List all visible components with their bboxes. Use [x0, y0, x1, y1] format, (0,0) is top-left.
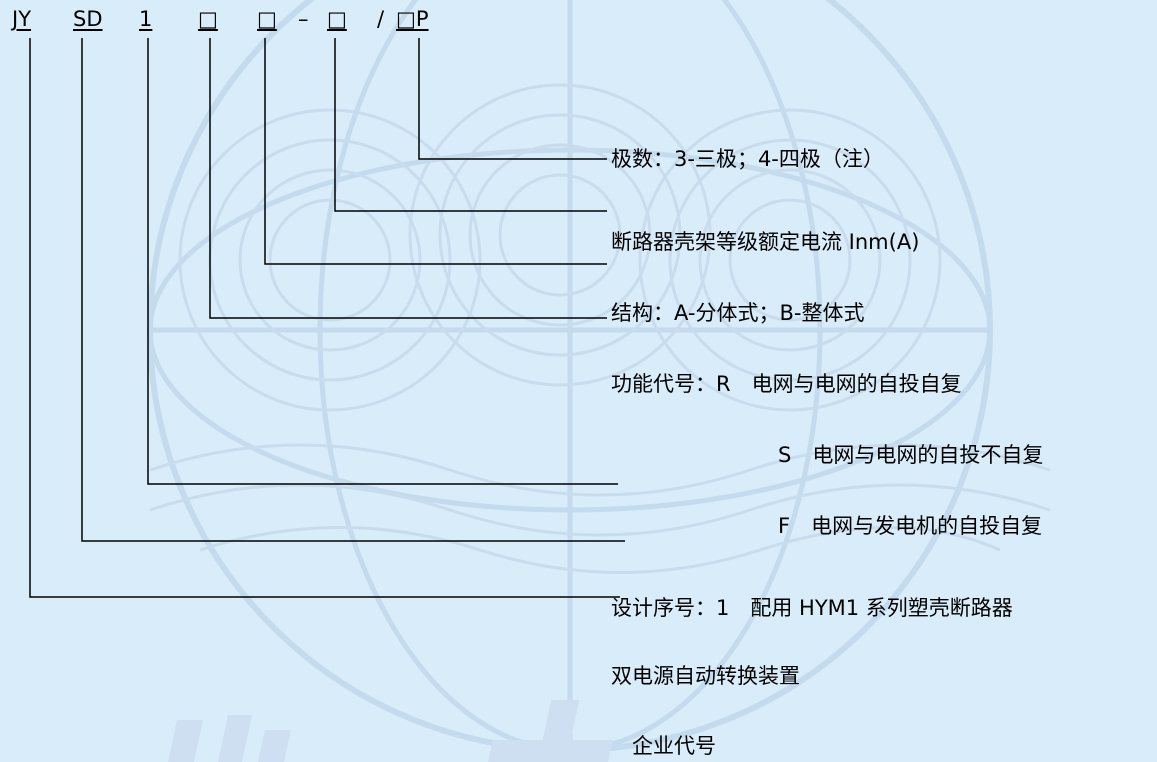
leader-function — [209, 38, 607, 319]
leader-structure — [264, 38, 607, 265]
code-poles: □P — [396, 7, 429, 31]
code-product: SD — [73, 7, 103, 31]
label-frame-current: 断路器壳架等级额定电流 Inm(A) — [611, 230, 920, 254]
leader-frame-current — [334, 38, 607, 212]
label-structure: 结构：A-分体式；B-整体式 — [611, 301, 865, 325]
code-dash: – — [298, 7, 309, 31]
code-frame-current: □ — [327, 7, 347, 31]
label-function-s: S 电网与电网的自投不自复 — [778, 443, 1044, 467]
label-poles: 极数：3-三极；4-四极（注） — [611, 147, 884, 171]
label-design-no: 设计序号：1 配用 HYM1 系列塑壳断路器 — [611, 596, 1013, 620]
code-function: □ — [198, 7, 218, 31]
label-product: 双电源自动转换装置 — [611, 664, 800, 688]
leader-company — [29, 38, 620, 598]
code-slash: / — [377, 7, 385, 31]
label-company: 企业代号 — [632, 734, 716, 758]
code-company: JY — [12, 7, 32, 31]
code-structure: □ — [257, 7, 277, 31]
leader-product — [81, 38, 625, 542]
leader-design-no — [147, 38, 618, 485]
leader-poles — [418, 38, 607, 160]
label-function-r: 功能代号：R 电网与电网的自投自复 — [611, 372, 962, 396]
label-function-f: F 电网与发电机的自投自复 — [778, 514, 1043, 538]
code-design-no: 1 — [139, 7, 153, 31]
